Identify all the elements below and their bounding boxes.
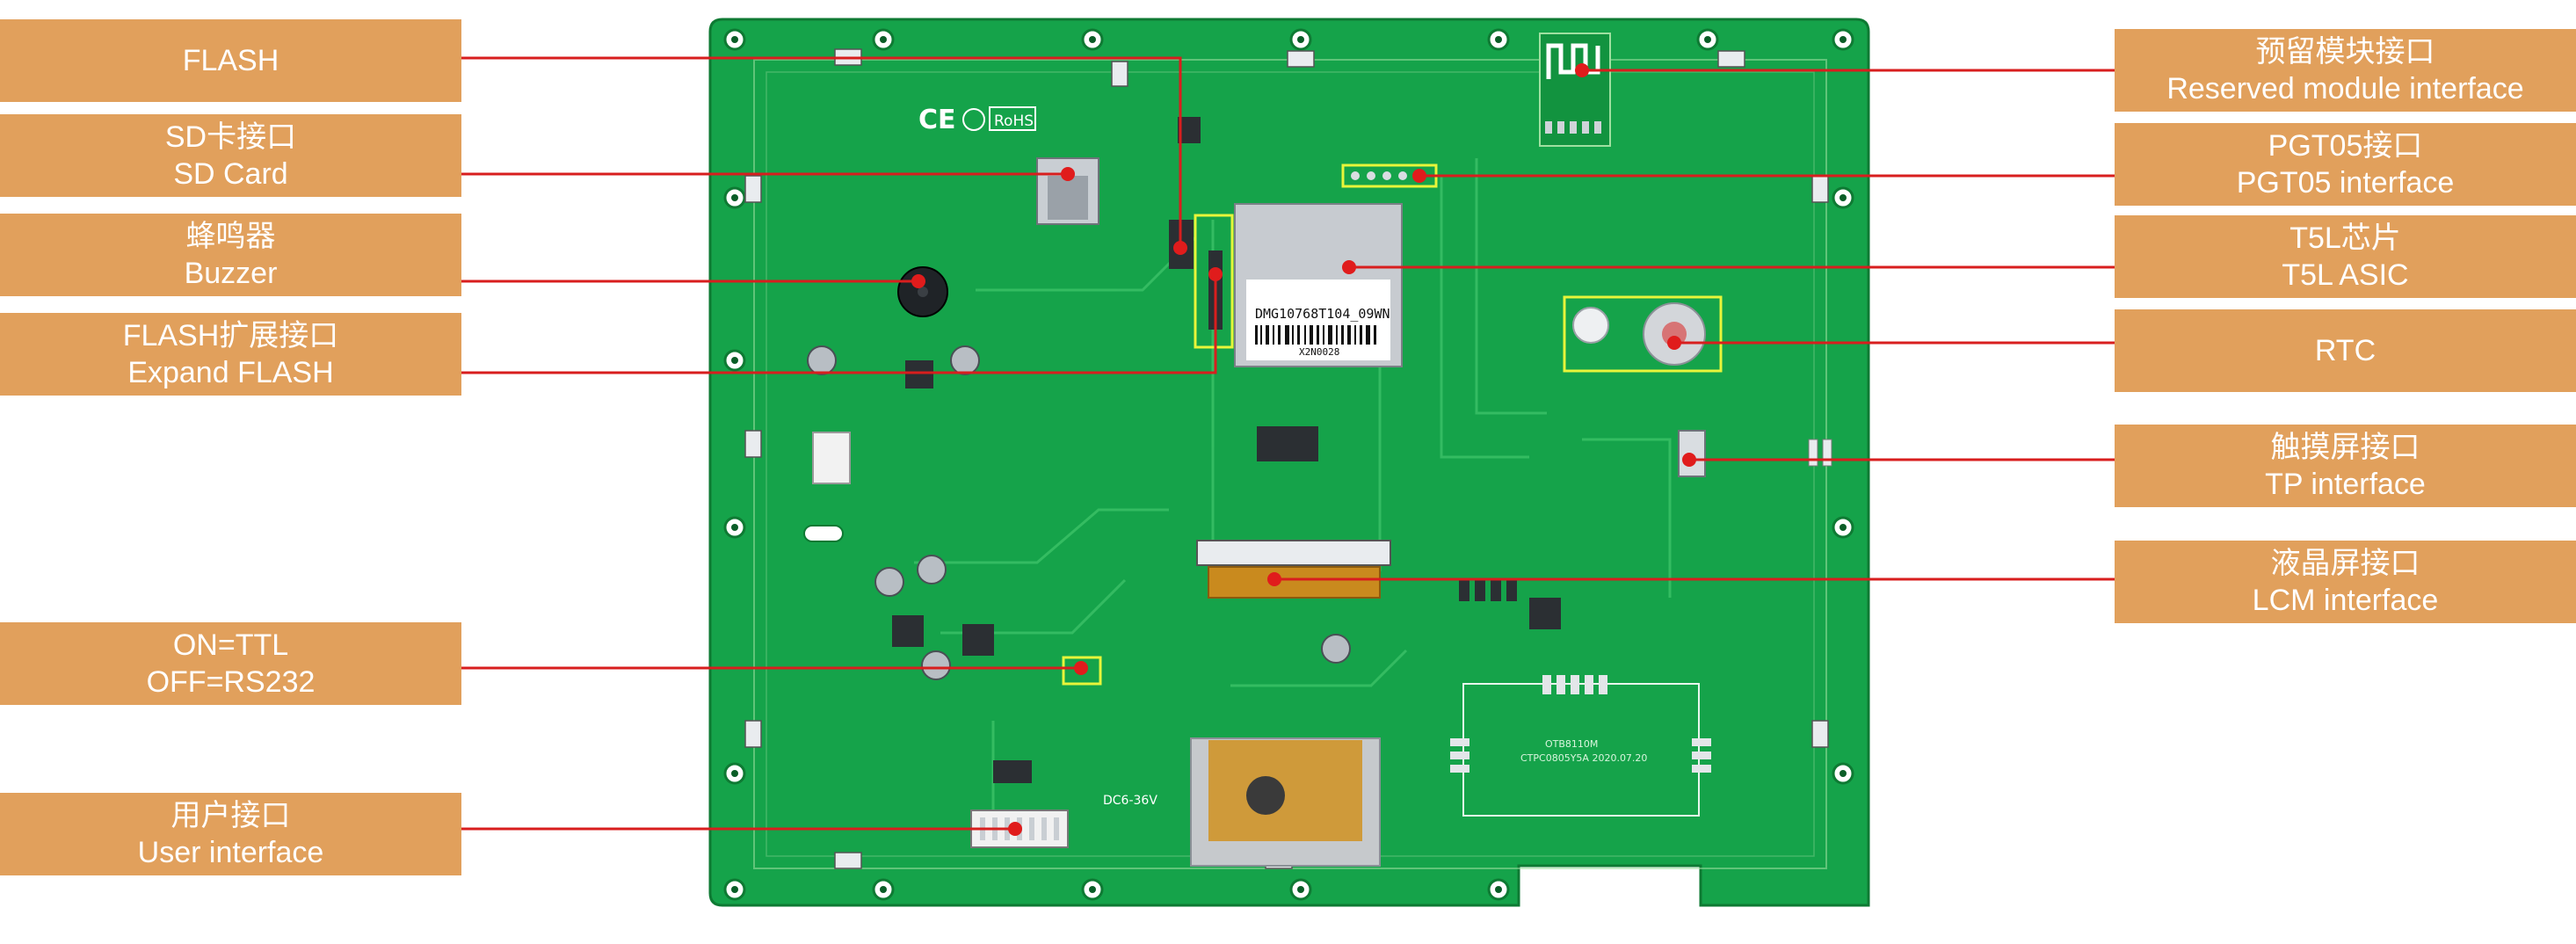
callout-ttl-switch: ON=TTL OFF=RS232 [0,622,461,705]
user-interface-connector [970,810,1069,848]
callout-rtc: RTC [2115,309,2576,392]
reserved-module-part [1539,33,1611,147]
rohs-mark: RoHS [994,113,1034,130]
ce-mark: CE [918,105,956,135]
module-outline [1462,683,1700,817]
svg-text:OTB8110M: OTB8110M [1545,738,1598,750]
svg-text:X2N0028: X2N0028 [1299,346,1339,358]
callout-lcm: 液晶屏接口 LCM interface [2115,541,2576,623]
t5l-module: DMG10768T104_09WN X2N0028 [1234,203,1403,367]
callout-flash: FLASH [0,19,461,102]
power-label: DC6-36V [1103,794,1157,808]
rtc-highlight [1563,295,1723,373]
lcm-connector [1196,540,1391,599]
tp-connector [1678,430,1706,477]
callout-expand-flash: FLASH扩展接口 Expand FLASH [0,313,461,396]
sd-card-slot [1036,157,1099,225]
ttl-switch-highlight [1062,656,1102,686]
fpc-panel [1190,737,1381,867]
callout-buzzer: 蜂鸣器 Buzzer [0,214,461,296]
callout-sdcard: SD卡接口 SD Card [0,114,461,197]
callout-reserved-module: 预留模块接口 Reserved module interface [2115,29,2576,112]
callout-tp: 触摸屏接口 TP interface [2115,425,2576,507]
edge-clips [744,48,1829,869]
svg-text:CTPC0805Y5A 2020.07.20: CTPC0805Y5A 2020.07.20 [1520,752,1647,764]
callout-pgt05: PGT05接口 PGT05 interface [2115,123,2576,206]
callout-t5l: T5L芯片 T5L ASIC [2115,215,2576,298]
callout-user-interface: 用户接口 User interface [0,793,461,875]
white-connector [812,432,851,484]
svg-text:DMG10768T104_09WN: DMG10768T104_09WN [1255,306,1390,322]
